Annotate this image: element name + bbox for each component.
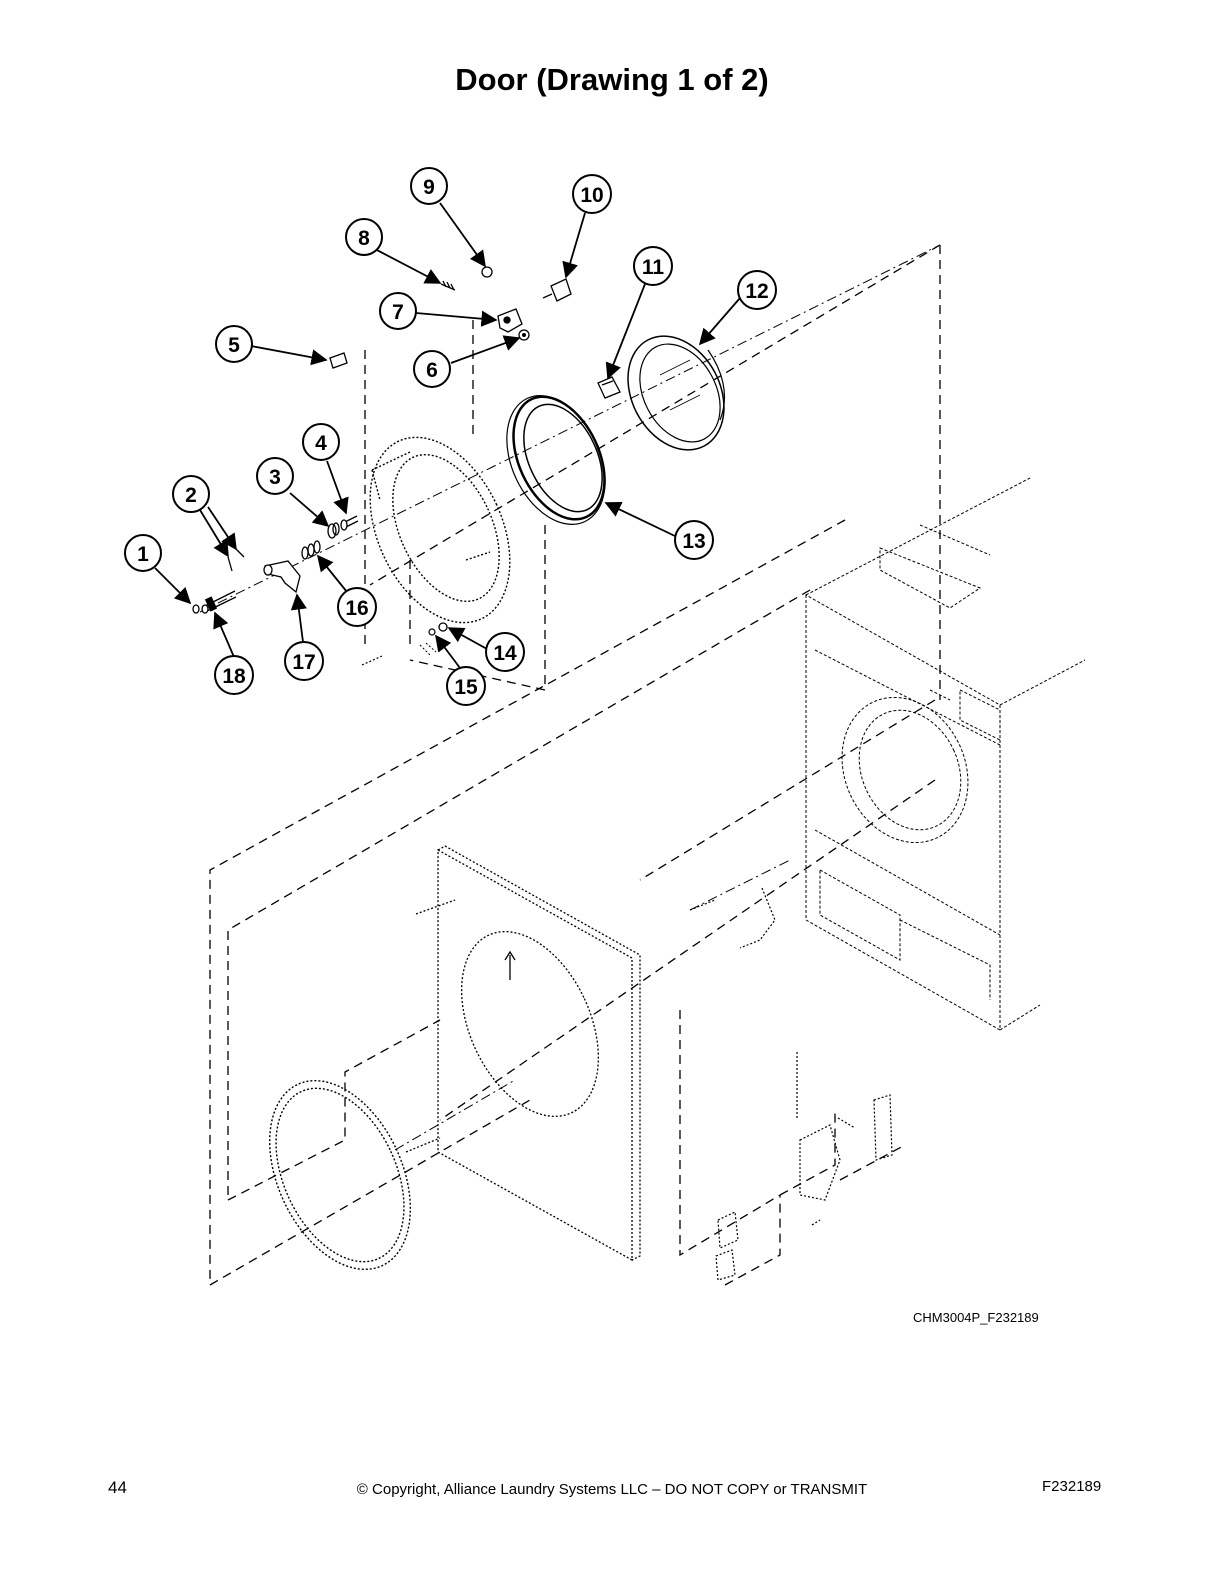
leader-line-16: [316, 554, 348, 593]
callout-label-1: 1: [137, 543, 149, 566]
callout-label-16: 16: [345, 597, 368, 620]
callout-7: 7: [379, 292, 417, 330]
callout-label-10: 10: [580, 184, 603, 207]
leader-line-7: [415, 310, 498, 327]
callout-label-14: 14: [493, 642, 517, 665]
part-label-5: [329, 352, 348, 369]
callout-9: 9: [410, 167, 448, 205]
leader-line-6: [450, 335, 521, 364]
callout-2: 2: [172, 475, 210, 513]
leader-line-5: [250, 345, 328, 366]
part-washer-3: [327, 522, 340, 539]
callout-11: 11: [633, 246, 673, 286]
callout-label-8: 8: [358, 227, 370, 250]
callout-14: 14: [485, 632, 525, 672]
callout-18: 18: [214, 655, 254, 695]
copyright-notice: © Copyright, Alliance Laundry Systems LL…: [356, 1481, 868, 1498]
part-door-ring-13: [506, 395, 606, 525]
part-hinge-arm-17: [263, 560, 301, 594]
callout-label-18: 18: [222, 665, 246, 688]
leader-lines: [154, 202, 741, 669]
callout-label-7: 7: [392, 301, 404, 324]
machine-cabinet: [805, 477, 1086, 1031]
part-door-lock: [689, 887, 893, 1281]
callout-label-2: 2: [185, 484, 197, 507]
leader-line-15: [435, 634, 461, 669]
callout-15: 15: [446, 666, 486, 706]
part-washer-15: [419, 628, 437, 656]
callout-6: 6: [413, 350, 451, 388]
part-screw-8: [440, 280, 456, 291]
callout-label-15: 15: [454, 676, 478, 699]
document-code: F232189: [1042, 1478, 1102, 1495]
part-front-bezel-ring: [268, 1079, 412, 1271]
page-number: 44: [108, 1478, 127, 1497]
callout-5: 5: [215, 325, 253, 363]
page-title: Door (Drawing 1 of 2): [455, 62, 769, 97]
callout-13: 13: [674, 520, 714, 560]
callout-10: 10: [572, 174, 612, 214]
callout-label-4: 4: [315, 432, 327, 455]
drawing-code: CHM3004P_F232189: [913, 1310, 1039, 1325]
part-door-outer-panel: [369, 436, 511, 624]
part-screw-14: [438, 622, 448, 632]
leader-line-14: [447, 627, 488, 650]
part-nut-9: [481, 266, 493, 278]
callout-label-6: 6: [426, 359, 438, 382]
leader-line-10: [562, 212, 586, 279]
callout-label-5: 5: [228, 334, 240, 357]
part-hinge-pin-18: [201, 590, 237, 614]
part-bracket-7: [497, 308, 523, 333]
assembly-outline: [209, 244, 941, 1286]
callout-16: 16: [337, 587, 377, 627]
leader-line-17: [290, 593, 307, 643]
leader-line-1: [154, 567, 192, 605]
part-front-panel: [405, 845, 641, 1262]
leader-line-11: [605, 283, 646, 380]
callout-4: 4: [302, 423, 340, 461]
leader-line-2b: [207, 506, 237, 551]
callout-8: 8: [345, 218, 383, 256]
callout-label-9: 9: [423, 176, 435, 199]
part-screw-4: [340, 515, 359, 531]
leader-line-9: [439, 202, 486, 268]
callout-label-12: 12: [745, 280, 768, 303]
part-o-ring-1: [192, 604, 200, 614]
part-screw-bottom: [361, 655, 383, 666]
part-stud-10: [542, 278, 572, 302]
leader-line-3: [289, 492, 330, 528]
leader-line-18: [213, 611, 235, 658]
leader-line-12: [698, 297, 741, 346]
part-roll-pins-2: [227, 548, 245, 572]
part-clip-11: [597, 376, 621, 399]
callout-17: 17: [284, 641, 324, 681]
leader-line-8: [372, 247, 442, 284]
callout-label-13: 13: [682, 530, 705, 553]
callout-3: 3: [256, 457, 294, 495]
callout-label-3: 3: [269, 466, 281, 489]
callout-label-11: 11: [642, 256, 665, 279]
callout-1: 1: [124, 534, 162, 572]
leader-line-13: [604, 501, 678, 538]
leader-line-4: [326, 460, 349, 515]
part-door-glass-12: [627, 335, 726, 451]
part-spring-16: [301, 540, 321, 560]
part-nut-6: [518, 329, 530, 341]
center-axis-lines: [199, 244, 941, 1151]
callout-label-17: 17: [292, 651, 315, 674]
callout-12: 12: [737, 270, 777, 310]
